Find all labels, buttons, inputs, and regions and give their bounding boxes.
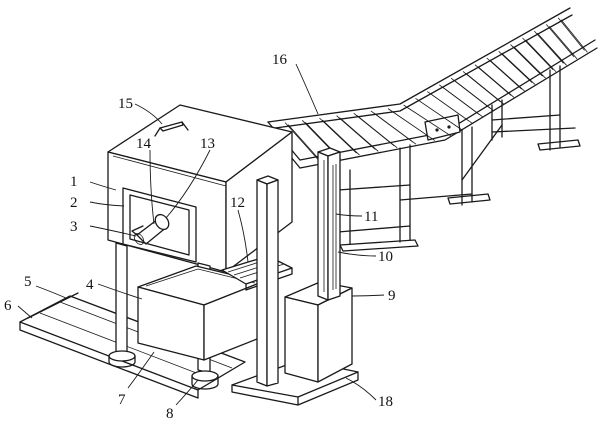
callout-labels: 1 2 3 4 5 6 7 8 9 10 11 12 13 14 15 16 1… [4,52,396,422]
label-13: 13 [200,136,215,152]
leader-lines [17,63,385,406]
conveyor-roller [510,44,546,79]
label-6: 6 [4,298,12,314]
conveyor-roller [319,117,360,156]
conveyor-roller [353,113,398,149]
label-4: 4 [86,277,94,293]
conveyor-roller [462,71,504,105]
lift-frame [231,147,359,406]
conveyor-roller [557,17,588,53]
label-11: 11 [364,209,378,225]
conveyor-roller [522,37,557,73]
conveyor-roller [403,104,452,137]
label-8: 8 [166,406,174,422]
conveyor-roller [415,97,462,130]
conveyor-roller [450,77,494,111]
conveyor-roller [545,24,578,60]
label-18: 18 [378,394,393,410]
label-10: 10 [378,249,393,265]
conveyor-roller [486,57,525,92]
conveyor-roller [284,122,323,163]
conveyor-roller [498,50,536,85]
label-7: 7 [118,392,126,408]
label-12: 12 [230,195,245,211]
conveyor-roller [336,115,379,152]
label-9: 9 [388,288,396,304]
conveyor-roller [438,84,483,118]
label-2: 2 [70,195,78,211]
label-3: 3 [70,219,78,235]
conveyor-roller [534,30,567,66]
conveyor-roller [474,64,515,98]
conveyor-roller [387,108,436,141]
label-15: 15 [118,96,133,112]
label-5: 5 [24,274,32,290]
label-1: 1 [70,174,78,190]
left-collection-bin [137,265,263,361]
conveyor-roller [427,91,473,124]
label-14: 14 [136,136,152,152]
label-16: 16 [272,52,288,68]
conveyor-roller [370,110,417,145]
camera-housing [107,104,293,273]
